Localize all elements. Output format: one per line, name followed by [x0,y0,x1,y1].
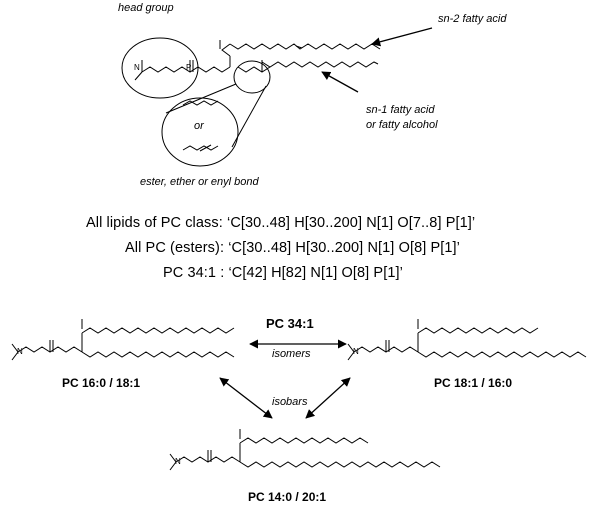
or-label: or [194,120,204,132]
isobars-arrow-left [219,377,273,419]
formula-pc-34-1: PC 34:1 : ‘C[42] H[82] N[1] O[8] P[1]’ [163,265,403,281]
sn1-label-line2: or fatty alcohol [366,119,438,131]
nitrogen-atom-label: N [134,63,140,72]
sn1-pointer-arrow [321,71,359,93]
sn1-label-line1: sn-1 fatty acid [366,104,435,116]
left-species-label: PC 16:0 / 18:1 [62,376,141,390]
sn2-pointer-arrow [371,27,433,47]
pc-14-0-20-1-structure [169,429,441,471]
generic-pc-structure [121,37,381,167]
nitrogen-atom-label-bottom: N [175,457,181,466]
center-species-label: PC 34:1 [266,316,314,331]
nitrogen-atom-label-left: N [17,347,23,356]
nitrogen-atom-label-right: N [353,347,359,356]
phosphorus-atom-label: P [186,63,192,72]
bottom-species-label: PC 14:0 / 20:1 [248,490,327,504]
bond-types-label: ester, ether or enyl bond [140,176,259,188]
bond-types-circle [161,97,239,167]
formula-all-pc-esters: All PC (esters): ‘C[30..48] H[30..200] N… [125,240,461,256]
pc-16-0-18-1-structure [11,319,235,361]
isobars-label: isobars [272,396,308,408]
head-group-label: head group [118,2,174,14]
isomers-label: isomers [272,348,311,360]
sn2-label: sn-2 fatty acid [438,13,507,25]
bond-circle-small [233,60,271,94]
right-species-label: PC 18:1 / 16:0 [434,376,513,390]
formula-all-pc-class: All lipids of PC class: ‘C[30..48] H[30.… [86,215,476,231]
pc-18-1-16-0-structure [347,319,587,361]
isobars-arrow-right [305,377,351,419]
head-group-circle [121,37,199,99]
